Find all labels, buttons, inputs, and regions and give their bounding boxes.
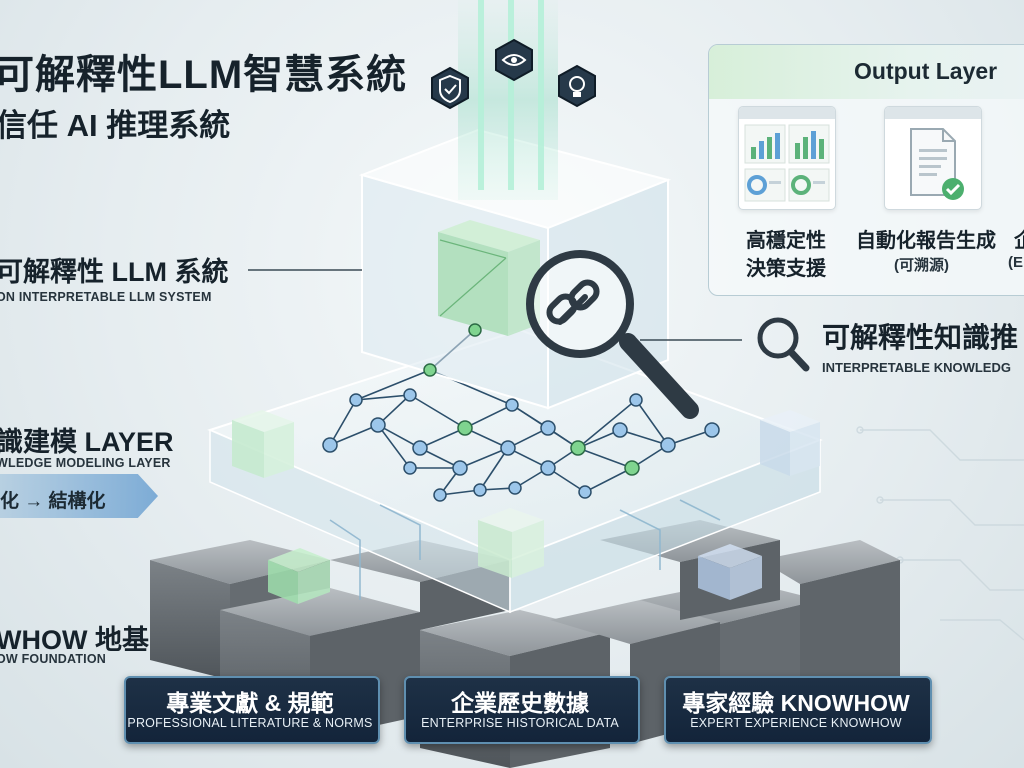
glow-cubes	[268, 544, 762, 604]
modeling-layer-label: 識建模 LAYER	[0, 427, 174, 457]
report-check-icon	[884, 106, 982, 210]
platform-traces	[329, 499, 721, 600]
knowledge-reasoning-label-en: INTERPRETABLE KNOWLEDG	[822, 360, 1011, 375]
knowhow-foundation-label-en: OW FOUNDATION	[0, 652, 106, 666]
network-node	[612, 422, 628, 438]
light-beams	[458, 0, 558, 200]
output-item-1-label-2: 決策支援	[746, 258, 826, 280]
search-icon	[757, 317, 810, 372]
network-node	[322, 437, 338, 453]
page-title: 可解釋性LLM智慧系統	[0, 53, 408, 97]
dashboard-charts-icon	[738, 106, 836, 210]
structuring-text: 化 → 結構化	[0, 491, 106, 512]
network-node	[570, 440, 586, 456]
magnifier-link-icon	[526, 250, 699, 419]
network-node	[704, 422, 720, 438]
network-node	[423, 363, 437, 377]
plaque-expert-knowhow	[664, 676, 932, 744]
modeling-layer-label-en: WLEDGE MODELING LAYER	[0, 456, 171, 470]
output-panel-title: Output Layer	[854, 58, 998, 84]
plaque-historical-data-en: ENTERPRISE HISTORICAL DATA	[421, 716, 619, 730]
network-node	[508, 481, 522, 495]
output-item-3-label: 企	[1014, 224, 1024, 253]
llm-system-label: 可解釋性 LLM 系統	[0, 257, 229, 287]
network-node	[452, 460, 468, 476]
output-item-2-sub: (可溯源)	[894, 257, 949, 274]
chart-thumbnails	[744, 124, 830, 202]
page-subtitle: 信任 AI 推理系統	[0, 108, 231, 143]
network-node	[403, 388, 417, 402]
network-node	[403, 461, 417, 475]
output-panel-header	[709, 45, 1024, 99]
plaque-literature-zh: 專業文獻 & 規範	[166, 690, 334, 716]
report-document	[910, 128, 964, 200]
output-item-3-sub: (E	[1008, 254, 1023, 271]
network-node	[540, 420, 556, 436]
network-node	[540, 460, 556, 476]
knowledge-reasoning-label: 可解釋性知識推	[822, 322, 1019, 353]
llm-system-label-en: ON INTERPRETABLE LLM SYSTEM	[0, 290, 212, 304]
network-node	[473, 483, 487, 497]
plaque-expert-knowhow-zh: 專家經驗 KNOWHOW	[682, 690, 910, 716]
network-node	[349, 393, 363, 407]
network-node	[468, 323, 482, 337]
lightbulb-icon	[558, 64, 596, 108]
network-node	[629, 393, 643, 407]
network-node	[370, 417, 386, 433]
output-item-2-label: 自動化報告生成	[856, 230, 996, 252]
plaque-historical-data	[404, 676, 640, 744]
output-item-1-label: 高穩定性	[746, 230, 826, 252]
plaque-literature-en: PROFESSIONAL LITERATURE & NORMS	[127, 716, 373, 730]
plaque-historical-data-zh: 企業歷史數據	[451, 690, 589, 716]
network-node	[457, 420, 473, 436]
network-node	[412, 440, 428, 456]
eye-icon	[495, 38, 533, 82]
plaque-literature	[124, 676, 380, 744]
network-node	[505, 398, 519, 412]
structuring-arrow	[0, 474, 158, 518]
shield-check-icon	[431, 66, 469, 110]
plaque-expert-knowhow-en: EXPERT EXPERIENCE KNOWHOW	[690, 716, 902, 730]
knowhow-foundation-label: WHOW 地基	[0, 625, 149, 655]
network-node	[660, 437, 676, 453]
circuit-lines	[856, 426, 1024, 641]
network-node	[624, 460, 640, 476]
network-node	[578, 485, 592, 499]
network-node	[500, 440, 516, 456]
network-node	[433, 488, 447, 502]
leader-lines	[248, 269, 742, 341]
